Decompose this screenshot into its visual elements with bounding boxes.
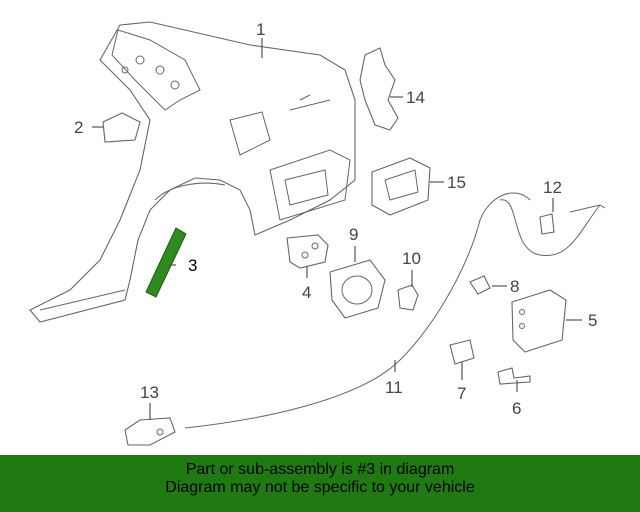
banner-line-2: Diagram may not be specific to your vehi…	[165, 479, 475, 496]
banner-line-1: Part or sub-assembly is #3 in diagram	[185, 461, 455, 478]
clip-part-7	[449, 339, 475, 365]
callout-13: 13	[140, 383, 159, 402]
callout-7: 7	[457, 384, 466, 403]
parts-diagram: 1 2 3 4 5 6 7 8 9 10 11 12 13 14 15	[29, 20, 606, 446]
callout-9: 9	[349, 225, 358, 244]
callout-14: 14	[406, 88, 425, 107]
fuel-door-part-5	[511, 289, 567, 353]
callout-4: 4	[302, 283, 311, 302]
callout-6: 6	[512, 399, 521, 418]
leader-lines	[92, 38, 582, 420]
fuel-housing-part-9	[329, 259, 386, 319]
callout-10: 10	[402, 249, 421, 268]
callout-3: 3	[188, 256, 197, 275]
lever-part-13	[124, 417, 176, 446]
callout-1: 1	[256, 20, 265, 39]
hinge-part-4	[286, 234, 329, 269]
callout-8: 8	[510, 277, 519, 296]
bracket-part-2	[102, 112, 141, 143]
info-banner: Part or sub-assembly is #3 in diagram Di…	[0, 455, 640, 512]
bracket-part-14	[359, 47, 399, 131]
callout-11: 11	[385, 378, 403, 397]
plug-part-8	[469, 275, 491, 295]
housing-part-15	[371, 157, 431, 216]
actuator-part-12	[499, 199, 606, 256]
callout-2: 2	[74, 118, 83, 137]
highlighted-part-3	[145, 227, 187, 298]
callout-12: 12	[543, 178, 562, 197]
quarter-panel	[29, 21, 356, 323]
release-cable-part-11	[184, 192, 531, 429]
bolt-part-6	[497, 367, 531, 385]
clip-part-10	[397, 284, 419, 311]
callout-15: 15	[447, 173, 466, 192]
callout-5: 5	[588, 311, 597, 330]
